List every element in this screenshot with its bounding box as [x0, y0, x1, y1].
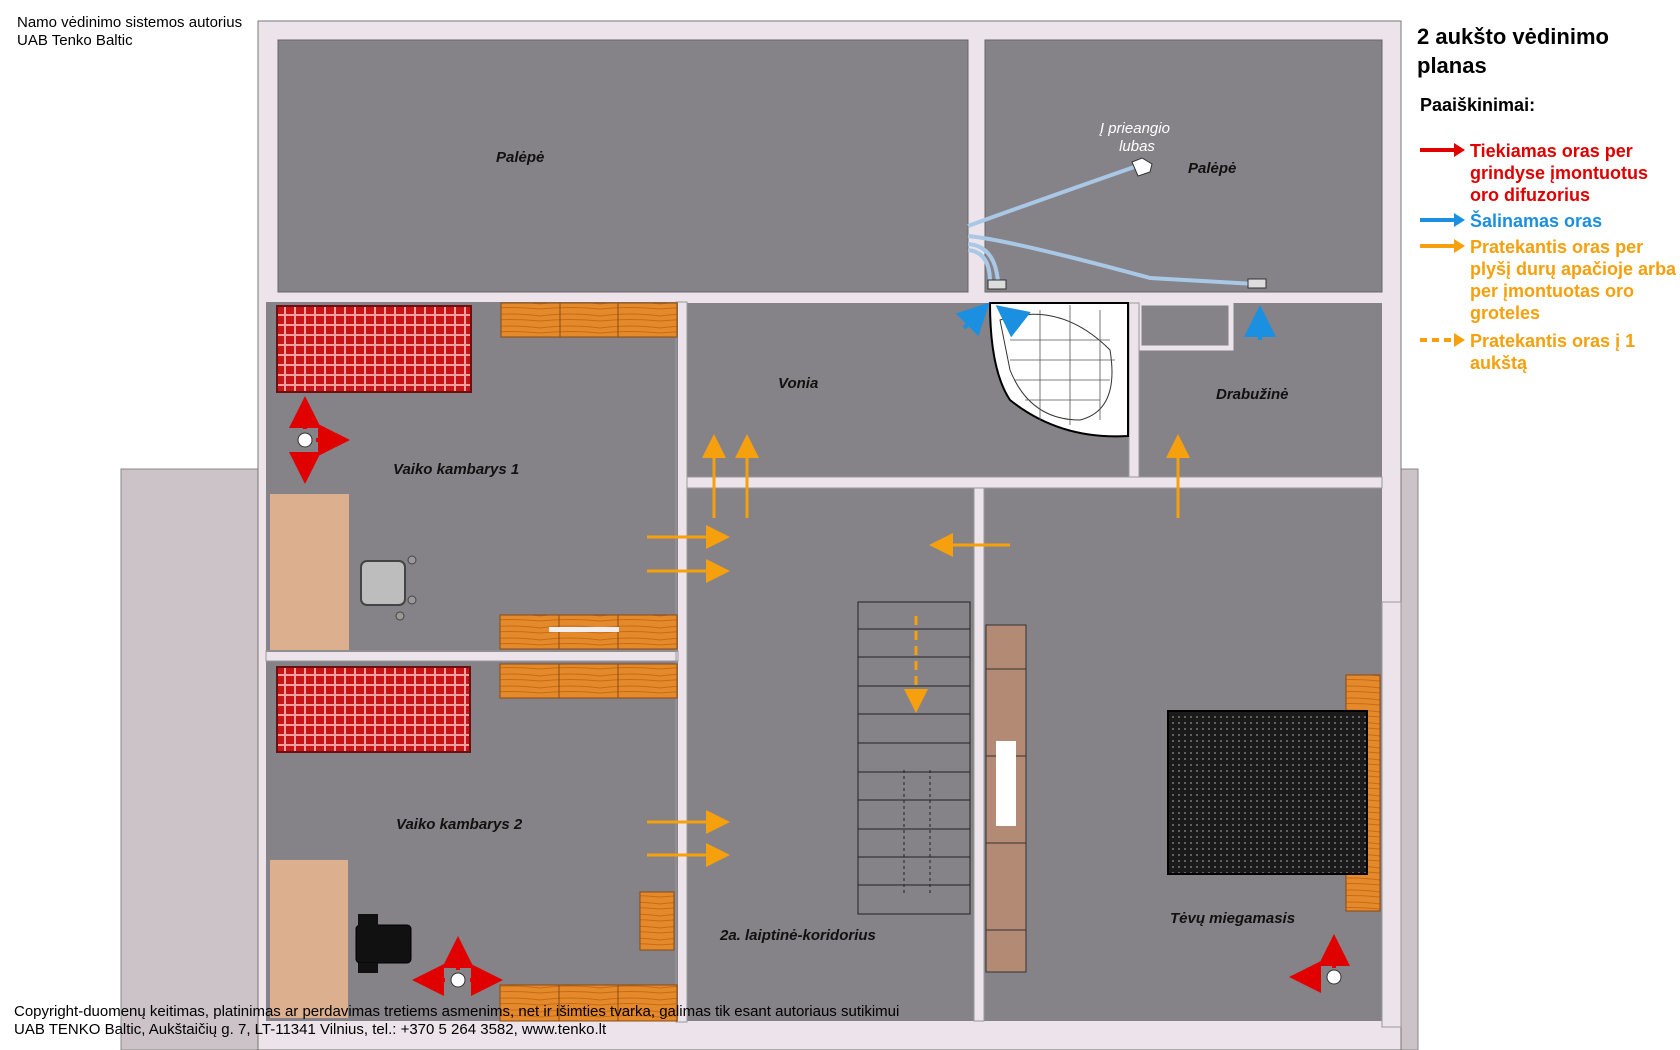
label-attic-note: Į prieangio lubas	[1099, 120, 1174, 155]
legend-exhaust-arrow-icon	[1420, 213, 1465, 227]
label-wardrobe: Drabužinė	[1216, 386, 1289, 403]
bedroom-right-wall	[1381, 601, 1402, 1028]
office-chair-black	[355, 914, 412, 973]
kids-room-1-rug	[276, 305, 472, 393]
label-attic-right: Palėpė	[1188, 160, 1236, 177]
label-attic-left: Palėpė	[496, 149, 544, 166]
supply-diffusers	[297, 432, 1342, 988]
author-note: Namo vėdinimo sistemos autorius UAB Tenk…	[17, 14, 242, 50]
label-kids-room-2: Vaiko kambarys 2	[396, 816, 523, 833]
shelf-handle	[549, 627, 619, 632]
wardrobe-closet	[1136, 300, 1234, 351]
interior-walls	[265, 301, 1383, 1023]
legend-transfer-down-text: Pratekantis oras į 1 aukštą	[1470, 331, 1636, 373]
legend-transfer-text: Pratekantis oras per plyšį durų apačioje…	[1470, 237, 1677, 323]
corridor-room	[687, 488, 974, 1021]
office-chair-grey	[360, 555, 417, 621]
legend-transfer-arrow-icon	[1420, 239, 1465, 253]
exhaust-valve-left	[987, 279, 1007, 290]
kids-room-2-desk	[270, 860, 348, 1018]
legend-supply-arrow-icon	[1420, 143, 1465, 157]
label-kids-room-1: Vaiko kambarys 1	[393, 461, 519, 478]
label-parents-bedroom: Tėvų miegamasis	[1170, 910, 1295, 927]
author-line-2: UAB Tenko Baltic	[17, 32, 133, 49]
double-bed	[1167, 710, 1368, 875]
copyright-note: Copyright-duomenų keitimas, platinimas a…	[14, 1003, 899, 1039]
staircase	[857, 601, 971, 915]
copyright-line-2: UAB TENKO Baltic, Aukštaičių g. 7, LT-11…	[14, 1021, 607, 1038]
plan-title: 2 aukšto vėdinimo planas	[1417, 24, 1609, 78]
kids-room-1-desk	[270, 494, 349, 650]
supply-arrows	[289, 396, 1350, 996]
kids-room-2-rug	[276, 666, 471, 753]
label-corridor: 2a. laiptinė-koridorius	[719, 927, 876, 944]
legend-supply-text: Tiekiamas oras per grindyse įmontuotus o…	[1470, 141, 1649, 205]
exhaust-valve-right	[1247, 278, 1267, 289]
legend-heading: Paaiškinimai:	[1420, 95, 1536, 115]
copyright-line-1: Copyright-duomenų keitimas, platinimas a…	[14, 1003, 900, 1020]
exhaust-hood	[1131, 157, 1153, 177]
attic-left-room	[277, 39, 969, 293]
corridor-cabinet	[985, 624, 1027, 973]
legend-exhaust-text: Šalinamas oras	[1470, 211, 1603, 231]
label-bathroom: Vonia	[778, 375, 818, 392]
legend-transfer-down-arrow-icon	[1420, 333, 1465, 347]
attic-right-room	[984, 39, 1383, 293]
exhaust-ducts	[967, 163, 1256, 286]
exhaust-arrows	[955, 302, 1276, 340]
transfer-arrows	[647, 434, 1190, 867]
author-line-1: Namo vėdinimo sistemos autorius	[17, 14, 243, 31]
